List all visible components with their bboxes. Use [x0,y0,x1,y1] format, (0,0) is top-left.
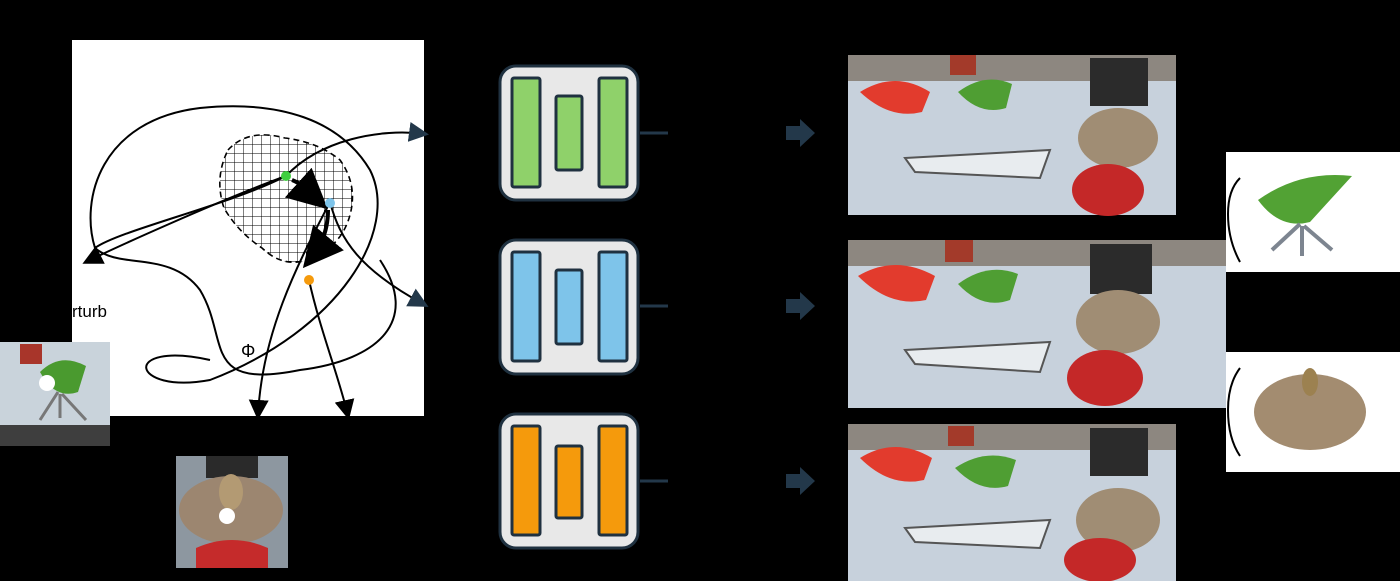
scene-render-2 [848,240,1226,408]
scene-render-1 [848,55,1176,216]
blue-network [498,238,668,376]
isolated-pumpkin-object [1226,352,1400,472]
green-network [498,64,668,202]
orange-network [498,412,668,550]
curly-brace-icon [1226,177,1241,263]
pumpkin-thumbnail [176,456,288,568]
phi-label: Φ [241,341,255,361]
step-arrow-2 [302,209,344,269]
thumbnail-dot-marker [219,508,235,524]
chair-thumbnail [0,342,110,446]
orange-point [304,275,314,285]
thumbnail-dot-marker [39,375,55,391]
curly-brace-icon [1226,367,1241,457]
perturb-label: rturb [72,302,107,321]
step-arrow-1 [284,167,328,210]
latent-curves [82,105,429,420]
arrow-right-icon [786,119,815,495]
scene-render-3 [848,424,1176,581]
green-point [281,171,291,181]
isolated-chair-object [1226,152,1400,272]
blue-point [325,198,335,208]
